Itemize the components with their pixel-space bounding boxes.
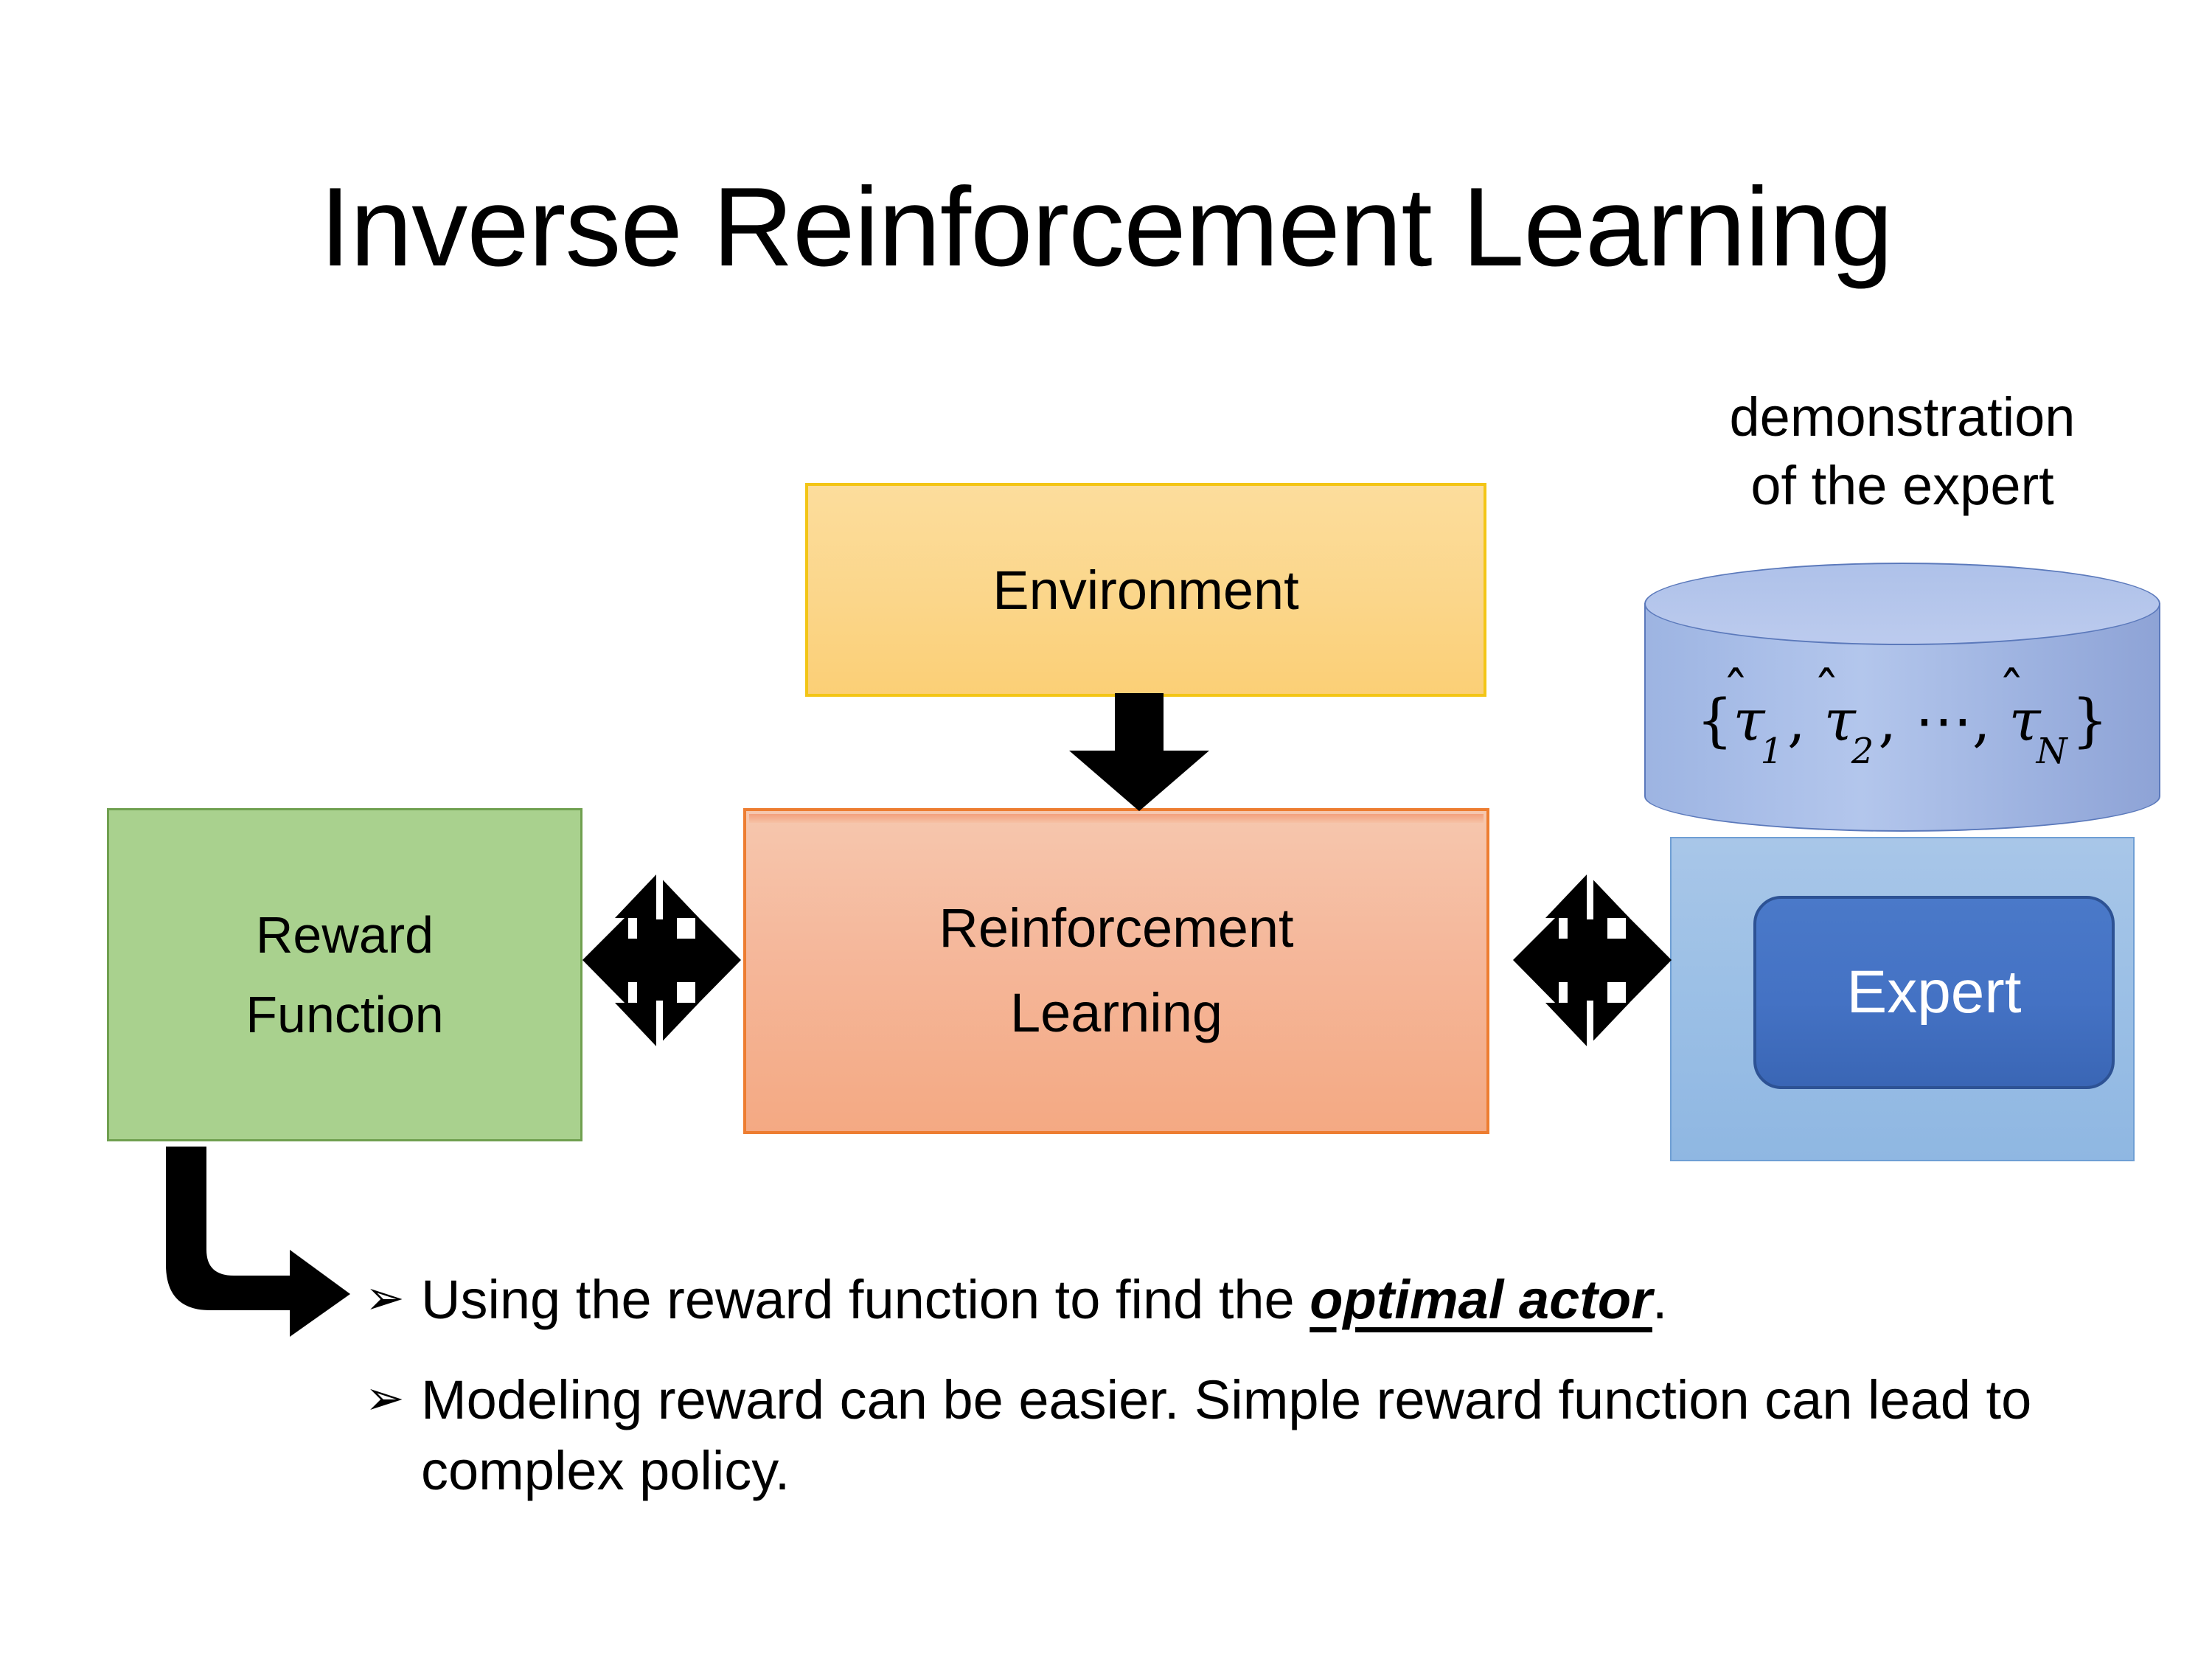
expert-node[interactable]: Expert bbox=[1753, 896, 2115, 1089]
list-item: ➢ Using the reward function to find the … bbox=[365, 1265, 2083, 1335]
environment-node[interactable]: Environment bbox=[805, 483, 1486, 697]
reinforcement-learning-label: Reinforcement Learning bbox=[939, 886, 1293, 1055]
bullet-text-after: . bbox=[1652, 1269, 1668, 1330]
formula-tau-2: τ bbox=[1823, 688, 1856, 754]
formula-tau-2-subscript: 2 bbox=[1851, 730, 1874, 772]
formula-ellipsis: ⋯ bbox=[1914, 688, 1972, 754]
bullet-text: Using the reward function to find the op… bbox=[421, 1265, 2083, 1335]
formula-sep-1: , bbox=[1787, 688, 1824, 754]
bullet-list: ➢ Using the reward function to find the … bbox=[365, 1265, 2083, 1507]
demonstration-caption-line1: demonstration bbox=[1729, 386, 2076, 448]
demonstration-caption: demonstration of the expert bbox=[1622, 383, 2183, 520]
bullet-arrow-icon: ➢ bbox=[365, 1271, 405, 1324]
trajectory-set-formula: {τ̂1, τ̂2, ⋯, τ̂N} bbox=[1644, 688, 2160, 772]
bullet-text: Modeling reward can be easier. Simple re… bbox=[421, 1369, 2032, 1502]
reward-function-label: Reward Function bbox=[246, 895, 443, 1055]
environment-to-rl-arrow-icon bbox=[1069, 693, 1209, 811]
formula-tau-n-subscript: N bbox=[2036, 730, 2067, 772]
formula-tau-1: τ bbox=[1733, 688, 1765, 754]
reward-rl-double-arrow-icon bbox=[582, 874, 741, 1047]
reward-to-bullet-bent-arrow-icon bbox=[166, 1147, 350, 1337]
reward-label-line1: Reward bbox=[255, 905, 434, 964]
rl-expert-double-arrow-icon bbox=[1513, 874, 1672, 1047]
reward-label-line2: Function bbox=[246, 986, 444, 1043]
trajectory-cylinder: {τ̂1, τ̂2, ⋯, τ̂N} bbox=[1644, 563, 2160, 858]
bullet-text-before: Using the reward function to find the bbox=[421, 1269, 1310, 1330]
demonstration-caption-line2: of the expert bbox=[1750, 454, 2054, 516]
expert-label: Expert bbox=[1846, 959, 2022, 1026]
formula-open-brace: { bbox=[1696, 688, 1733, 754]
environment-label: Environment bbox=[992, 559, 1299, 621]
formula-tau-n: τ bbox=[2008, 688, 2041, 754]
formula-close-brace: } bbox=[2071, 688, 2109, 754]
reinforcement-learning-node[interactable]: Reinforcement Learning bbox=[743, 808, 1489, 1134]
formula-tau-1-subscript: 1 bbox=[1760, 730, 1784, 772]
reward-function-node[interactable]: Reward Function bbox=[107, 808, 582, 1141]
formula-sep-3: , bbox=[1972, 688, 2009, 754]
list-item: ➢ Modeling reward can be easier. Simple … bbox=[365, 1365, 2083, 1506]
rl-label-line1: Reinforcement bbox=[939, 897, 1294, 959]
bullet-arrow-icon: ➢ bbox=[365, 1371, 405, 1425]
page-title: Inverse Reinforcement Learning bbox=[319, 164, 1893, 290]
formula-sep-2: , bbox=[1878, 688, 1915, 754]
bullet-emphasis: optimal actor bbox=[1310, 1269, 1652, 1330]
rl-label-line2: Learning bbox=[1009, 982, 1222, 1043]
cylinder-top-ellipse bbox=[1644, 563, 2160, 645]
